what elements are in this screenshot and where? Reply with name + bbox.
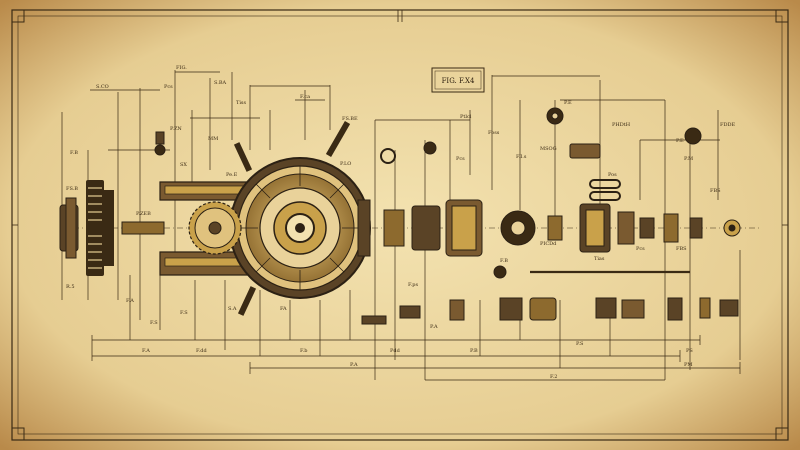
main-housing — [159, 121, 371, 316]
sheet-border — [11, 9, 789, 441]
label: F.I.s — [516, 154, 527, 160]
label: PS — [686, 348, 693, 354]
label: PICDd — [540, 241, 557, 247]
label: P.E — [676, 138, 684, 144]
end-gear-left — [59, 180, 165, 276]
label: F.ps — [408, 282, 418, 288]
label: P.A — [350, 362, 358, 368]
label: S.CO — [96, 84, 109, 90]
label: P.B — [470, 348, 478, 354]
label: P.A — [430, 324, 438, 330]
label: F.S — [150, 320, 158, 326]
label: FS.BE — [342, 116, 358, 122]
label: P.ZN — [170, 126, 182, 132]
label: FS.B — [66, 186, 78, 192]
exploded-parts — [154, 107, 741, 325]
label: F.S — [180, 310, 188, 316]
part-labels: FIG. S.CO Pcs S.BA Tiss P.ZN F.B SX MM P… — [66, 65, 735, 380]
label: F.ca — [300, 94, 310, 100]
dimension-lines — [60, 70, 760, 381]
label: F.A — [126, 298, 134, 304]
label: MSOG — [540, 146, 557, 152]
label: FA — [280, 306, 287, 312]
label: Ptlcl — [460, 114, 472, 120]
label: Pcs — [456, 156, 465, 162]
label: PHDtH — [612, 122, 631, 128]
label: MM — [208, 136, 218, 142]
label: F.A — [142, 348, 150, 354]
label: Pos — [608, 172, 617, 178]
label: F.B — [70, 150, 78, 156]
label: P.LO — [340, 161, 351, 167]
label: PM — [684, 362, 692, 368]
label: Pe.E — [226, 172, 238, 178]
label: Foss — [488, 130, 500, 136]
label: Pcs — [636, 246, 645, 252]
title-text: FIG. F.X4 — [442, 77, 475, 85]
label: SX — [180, 162, 187, 168]
label: F.2 — [550, 374, 557, 380]
label: Tias — [594, 256, 605, 262]
label: R.5 — [66, 284, 75, 290]
label: S.BA — [214, 80, 227, 86]
label: Tiss — [236, 100, 247, 106]
label: FIG. — [176, 65, 187, 71]
label: FDDE — [720, 122, 735, 128]
label: P.ZEB — [136, 211, 151, 217]
label: F.b — [300, 348, 307, 354]
label: Pdd — [390, 348, 401, 354]
label: S.A — [228, 306, 237, 312]
label: Pcs — [164, 84, 173, 90]
label: FBS — [710, 188, 721, 194]
label: F.B — [500, 258, 508, 264]
title-block: FIG. F.X4 — [431, 67, 485, 93]
label: FBS — [676, 246, 687, 252]
label: P.M — [684, 156, 693, 162]
label: F.dd — [196, 348, 207, 354]
label: P.E — [564, 100, 572, 106]
label: P.S — [576, 341, 584, 347]
